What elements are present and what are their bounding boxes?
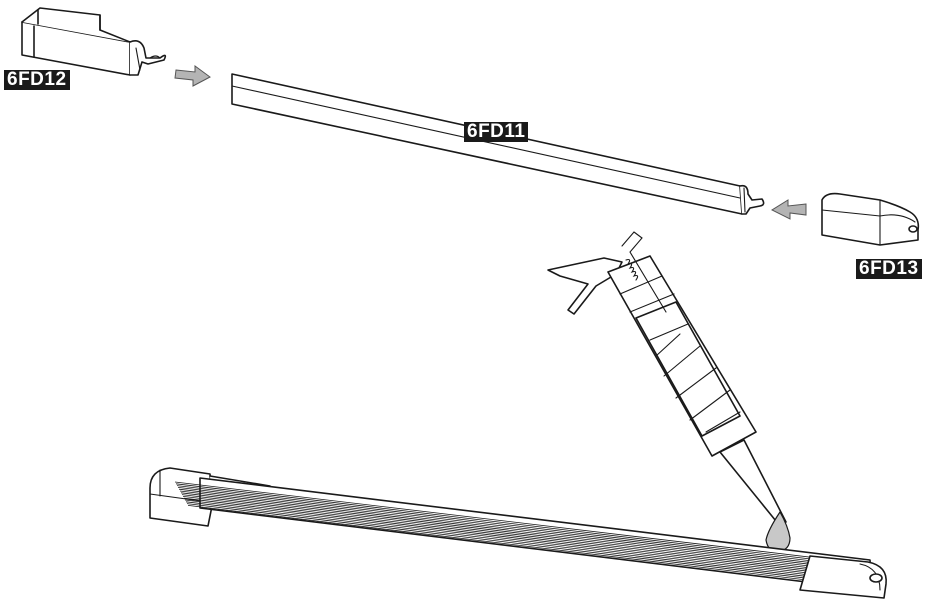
blade-rubber-line bbox=[178, 488, 869, 572]
blade-rubber-line bbox=[186, 503, 869, 586]
blade-rubber-line bbox=[176, 485, 869, 568]
blade-rubber-line bbox=[174, 481, 869, 565]
end-cap-right-drawing bbox=[821, 192, 920, 246]
part-label-6fd13: 6FD13 bbox=[856, 259, 922, 279]
blade-rubber-line bbox=[179, 490, 869, 574]
glue-applicator-drawing bbox=[547, 231, 791, 553]
blade-rubber-line bbox=[184, 499, 869, 583]
part-label-6fd11: 6FD11 bbox=[464, 122, 529, 142]
blade-rubber-line bbox=[180, 492, 869, 576]
arrow-left-icon bbox=[770, 199, 807, 220]
wiper-blade-drawing bbox=[149, 467, 887, 599]
blade-rubber-line bbox=[187, 505, 869, 588]
blade-rubber-line bbox=[183, 497, 869, 581]
spoiler-strip-drawing bbox=[231, 73, 765, 215]
arrow-right-icon bbox=[174, 65, 211, 87]
blade-rubber-line bbox=[177, 487, 869, 570]
blade-rubber-line bbox=[185, 501, 869, 585]
end-cap-left-drawing bbox=[21, 7, 167, 76]
blade-rubber-line bbox=[182, 496, 869, 579]
glue-drop-icon bbox=[765, 510, 791, 553]
blade-rubber-line bbox=[181, 494, 869, 577]
part-label-6fd12: 6FD12 bbox=[4, 70, 70, 90]
blade-rubber-line bbox=[175, 483, 869, 567]
